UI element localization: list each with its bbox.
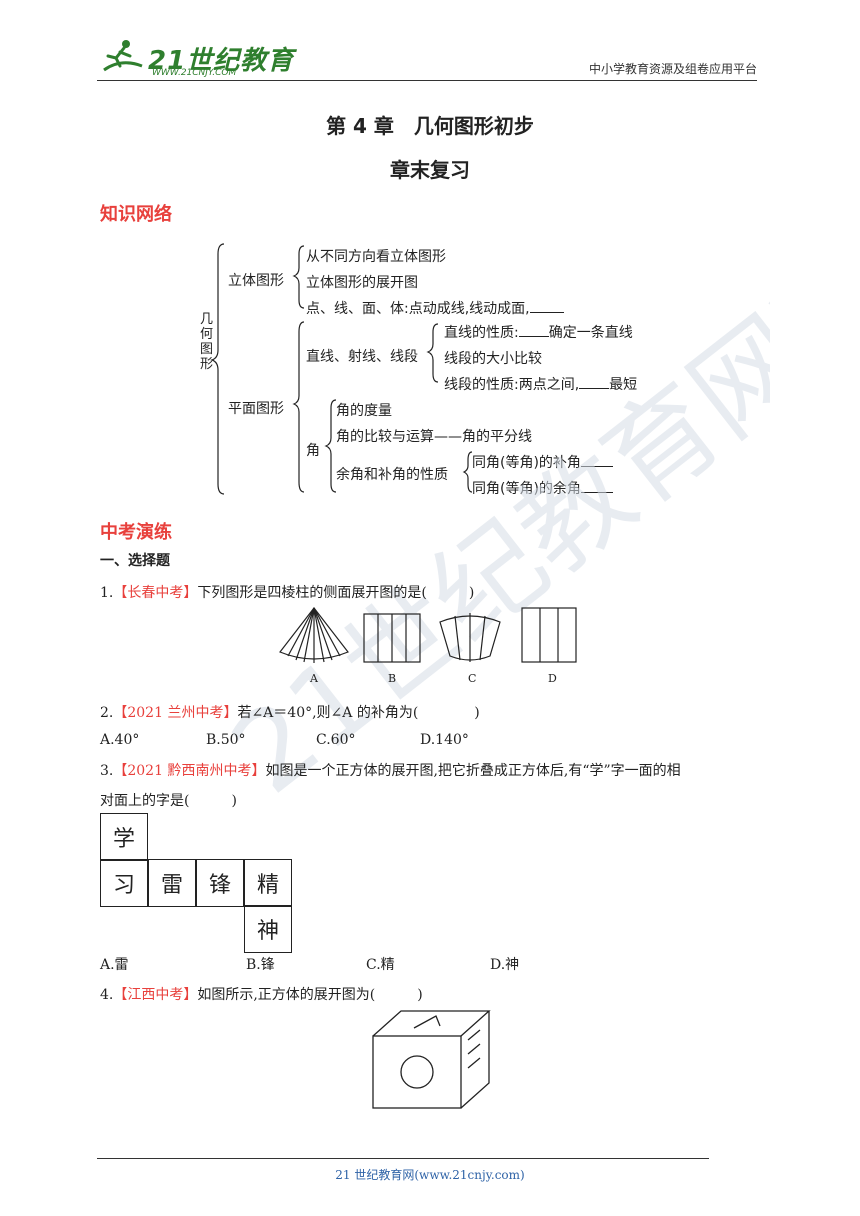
cube-cell: 神 <box>244 905 292 953</box>
network-line-group: 直线、射线、线段 <box>306 349 418 365</box>
q1-label-a: A <box>310 672 318 685</box>
angle-item-1: 角的度量 <box>336 403 392 419</box>
comp-item-1: 同角(等角)的补角 <box>472 452 613 472</box>
comp-item-2: 同角(等角)的余角 <box>472 478 613 498</box>
q2-option-c: C.60° <box>316 732 356 748</box>
cube-cell: 雷 <box>148 859 196 907</box>
part-choice: 一、选择题 <box>100 553 170 569</box>
question-3-line2: 对面上的字是( ) <box>100 793 237 809</box>
cube-cell: 锋 <box>196 859 244 907</box>
q2-option-a: A.40° <box>100 732 140 748</box>
cube-cell: 学 <box>100 813 148 861</box>
q3-option-a: A.雷 <box>100 957 129 973</box>
q1-figures <box>279 607 577 663</box>
question-1: 1.【长春中考】下列图形是四棱柱的侧面展开图的是( ) <box>100 585 475 601</box>
solid-item-2: 立体图形的展开图 <box>306 275 418 291</box>
cube-cell: 习 <box>100 859 148 907</box>
logo-text: 21世纪教育 <box>148 46 295 76</box>
network-braces <box>210 243 473 495</box>
angle-item-3: 余角和补角的性质 <box>336 467 448 483</box>
solid-item-1: 从不同方向看立体图形 <box>306 249 446 265</box>
watermark: 21世纪教育网精选资料 <box>209 300 770 818</box>
q3-option-b: B.锋 <box>246 957 275 973</box>
network-angle: 角 <box>306 443 320 459</box>
question-3: 3.【2021 黔西南州中考】如图是一个正方体的展开图,把它折叠成正方体后,有“… <box>100 763 681 779</box>
network-plane: 平面图形 <box>228 401 284 417</box>
q3-option-d: D.神 <box>490 957 520 973</box>
logo <box>96 36 146 76</box>
line-item-3: 线段的性质:两点之间,最短 <box>444 377 638 393</box>
section-knowledge-network: 知识网络 <box>100 204 172 225</box>
line-item-1: 直线的性质:确定一条直线 <box>444 325 633 341</box>
header-divider <box>97 80 757 81</box>
footer-divider <box>97 1158 709 1159</box>
cube-cell: 精 <box>244 859 292 907</box>
q4-cube-figure <box>372 1010 491 1109</box>
chapter-title: 第 4 章 几何图形初步 <box>326 114 534 138</box>
solid-item-3: 点、线、面、体:点动成线,线动成面, <box>306 298 564 318</box>
footer-link[interactable]: 21 世纪教育网(www.21cnjy.com) <box>335 1168 525 1182</box>
logo-subtext: WWW.21CNJY.COM <box>152 68 237 78</box>
question-4: 4.【江西中考】如图所示,正方体的展开图为( ) <box>100 987 423 1003</box>
q2-option-b: B.50° <box>206 732 246 748</box>
question-2: 2.【2021 兰州中考】若∠A＝40°,则∠A 的补角为( ) <box>100 705 480 721</box>
q1-label-b: B <box>388 672 397 685</box>
header-platform: 中小学教育资源及组卷应用平台 <box>588 62 757 76</box>
q2-option-d: D.140° <box>420 732 469 748</box>
svg-text:21世纪教育网精选资料: 21世纪教育网精选资料 <box>209 300 770 818</box>
page-subtitle: 章末复习 <box>390 158 470 182</box>
network-solid: 立体图形 <box>228 273 284 289</box>
q1-label-d: D <box>548 672 557 685</box>
line-item-2: 线段的大小比较 <box>444 351 542 367</box>
network-root: 几何图形 <box>200 312 214 372</box>
q3-option-c: C.精 <box>366 957 395 973</box>
section-exam-practice: 中考演练 <box>100 522 172 543</box>
q1-label-c: C <box>468 672 477 685</box>
angle-item-2: 角的比较与运算——角的平分线 <box>336 429 532 445</box>
